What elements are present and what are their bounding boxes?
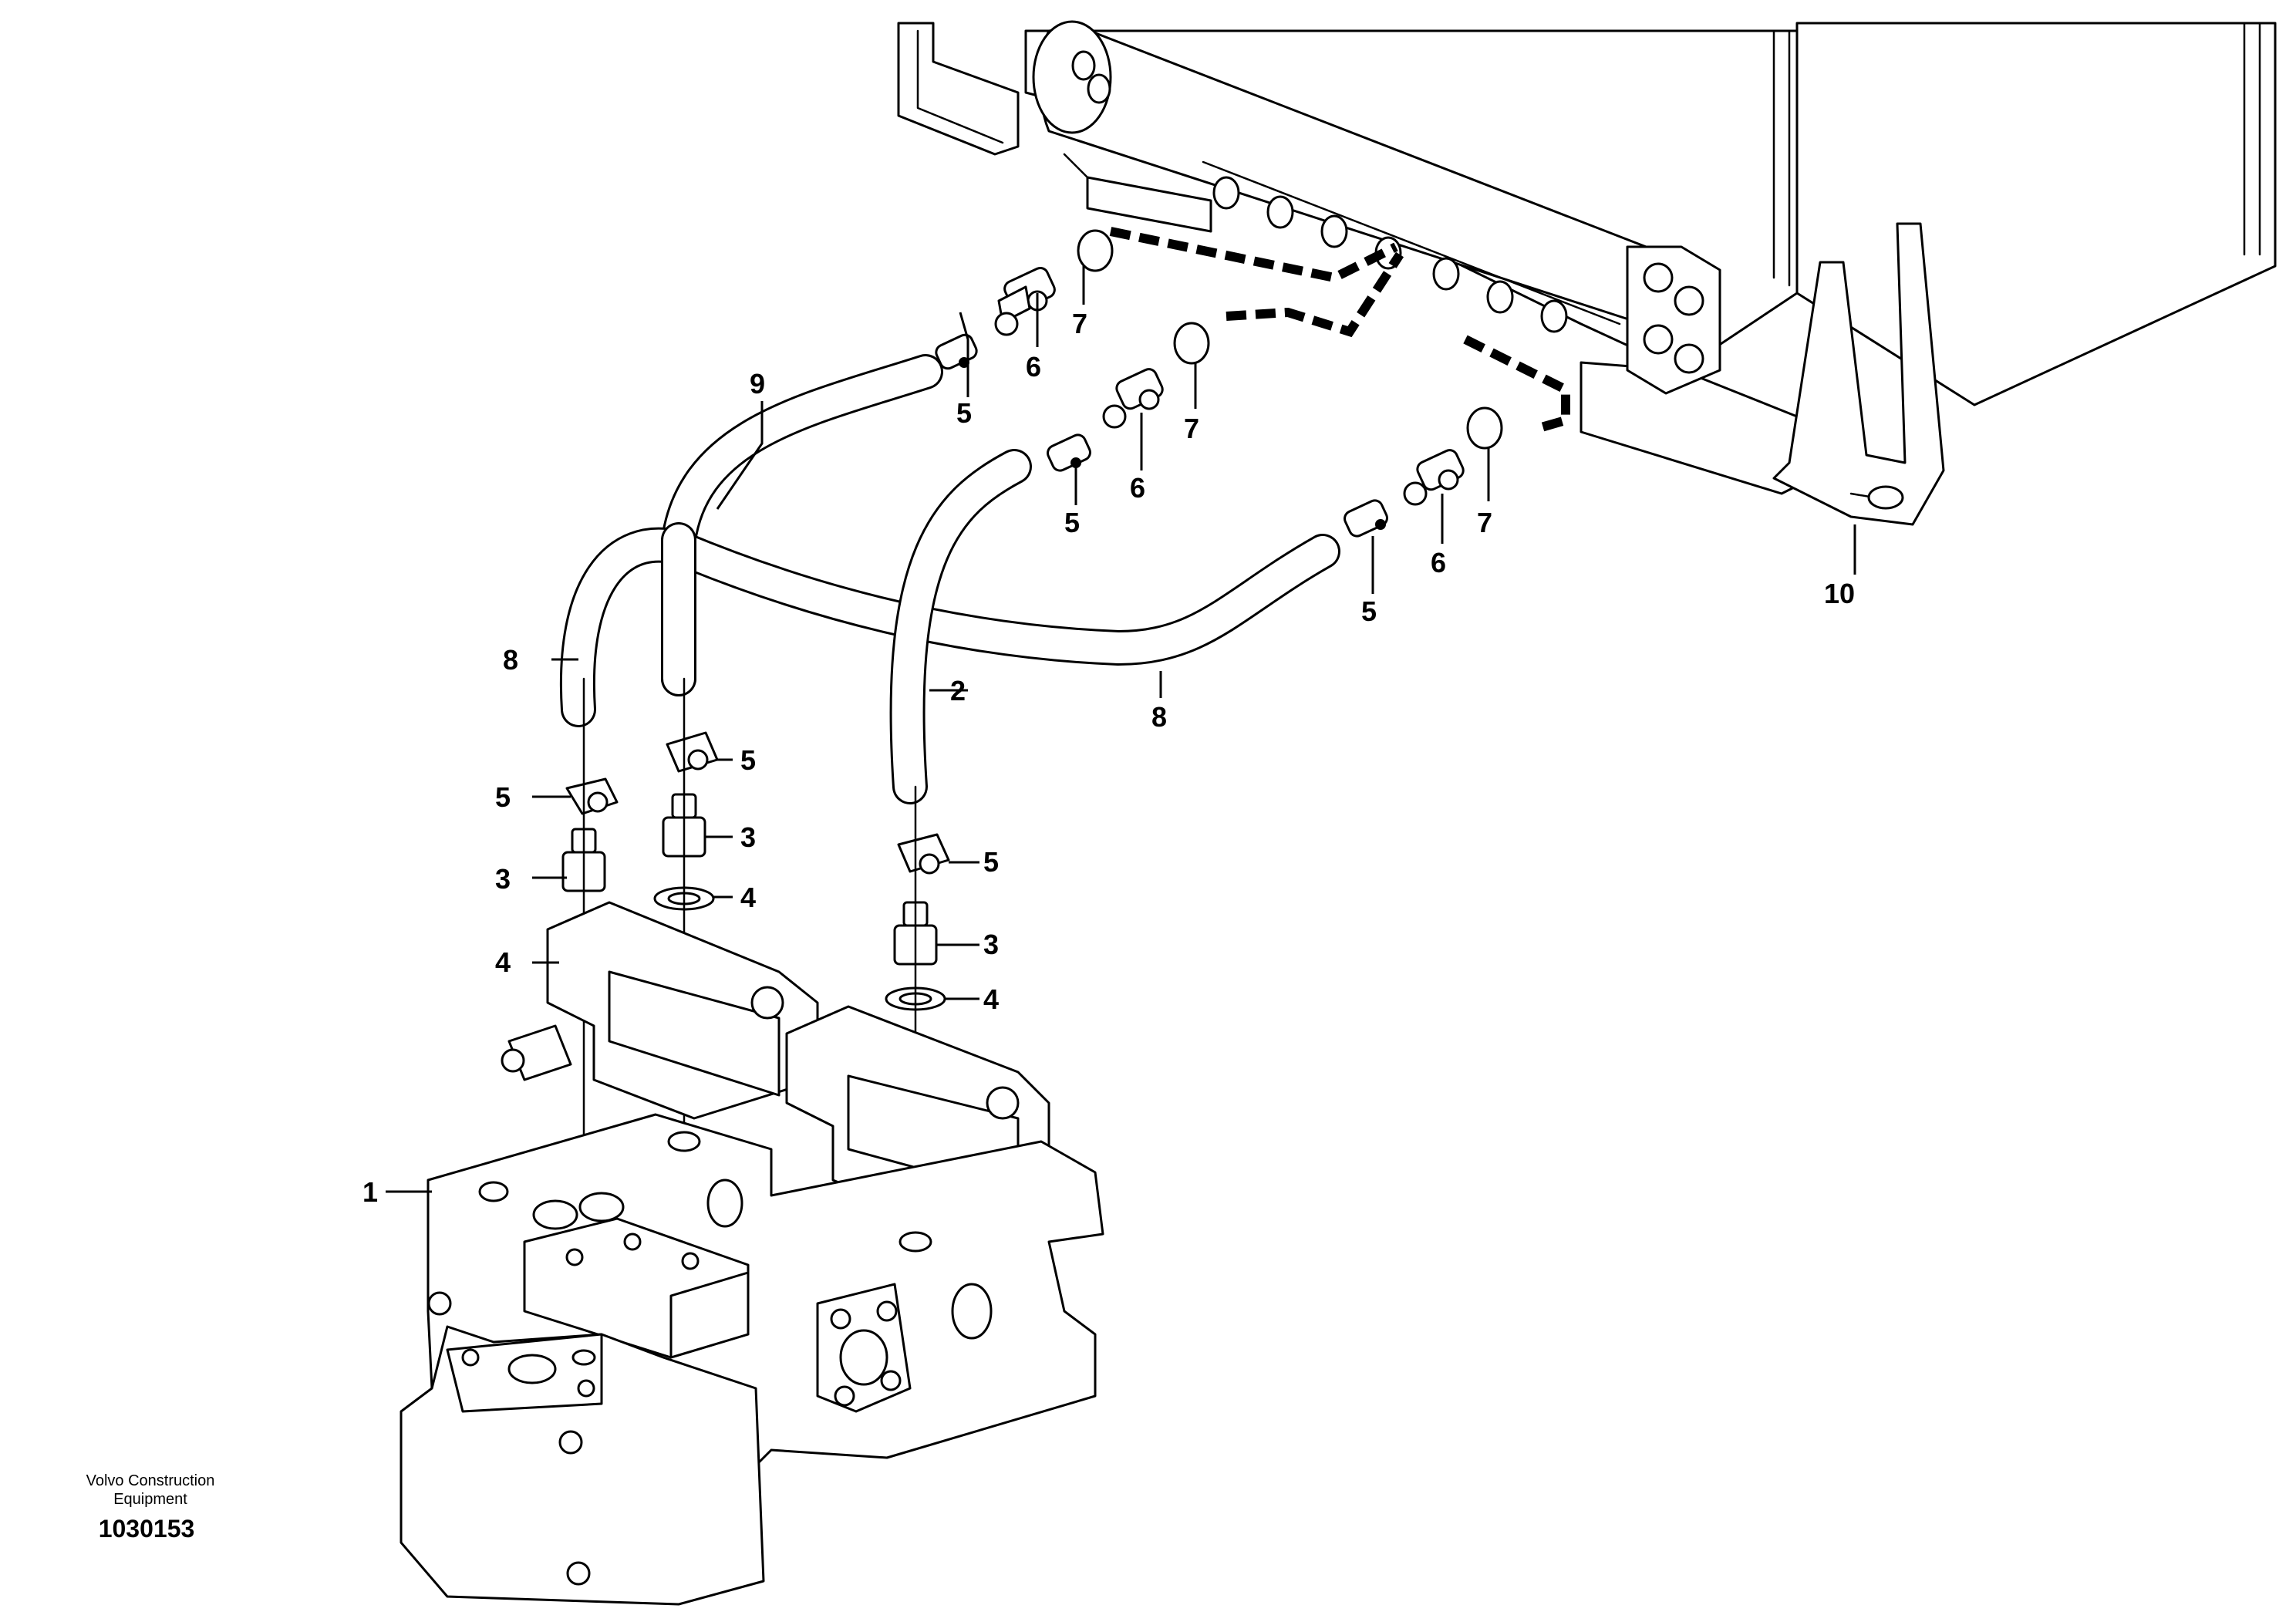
- callout-4-middle: 4: [740, 882, 756, 913]
- brand-line-1: Volvo Construction: [86, 1472, 215, 1489]
- lower-fittings: [553, 677, 950, 1359]
- brand-line-2: Equipment: [113, 1491, 187, 1508]
- callout-3-middle: 3: [740, 821, 756, 853]
- callout-5-lower-left: 5: [495, 781, 511, 813]
- frame-assembly: [897, 20, 2277, 526]
- valve-block: [400, 901, 1104, 1606]
- callout-7-c: 7: [1477, 507, 1492, 538]
- callout-5-upper-a: 5: [956, 397, 972, 429]
- callout-6-c: 6: [1431, 547, 1446, 578]
- callout-6-a: 6: [1026, 351, 1041, 383]
- upper-fittings: [935, 229, 1503, 538]
- callout-5-lower-right: 5: [983, 846, 999, 878]
- callout-10: 10: [1824, 578, 1855, 609]
- drawing-number: 1030153: [99, 1515, 195, 1543]
- callout-5-upper-c: 5: [1361, 595, 1377, 627]
- manifold-ports: [1212, 176, 1568, 333]
- callout-4-right: 4: [983, 983, 999, 1015]
- callout-8-right: 8: [1151, 701, 1167, 733]
- footer-brand: Volvo Construction Equipment 1030153: [86, 1472, 215, 1543]
- callout-1: 1: [362, 1176, 378, 1208]
- callout-8-left: 8: [503, 644, 518, 676]
- callout-2: 2: [950, 675, 966, 706]
- callout-5-upper-b: 5: [1064, 507, 1080, 538]
- callout-7-a: 7: [1072, 308, 1087, 339]
- callout-3-right: 3: [983, 929, 999, 960]
- callout-7-b: 7: [1184, 413, 1199, 444]
- callout-9: 9: [750, 368, 765, 400]
- callout-4-left: 4: [495, 946, 511, 978]
- callout-6-b: 6: [1130, 472, 1145, 504]
- leader-lines: [386, 266, 1856, 1193]
- callout-labels: 1 2 3 3 3 4 4 4 5 5 5 5 5 5 6 6 6 7 7 7 …: [362, 308, 1855, 1208]
- callout-3-left: 3: [495, 863, 511, 895]
- callout-5-lower-middle: 5: [740, 744, 756, 776]
- hoses: [559, 354, 1340, 804]
- routing-dashes: [1109, 227, 1570, 433]
